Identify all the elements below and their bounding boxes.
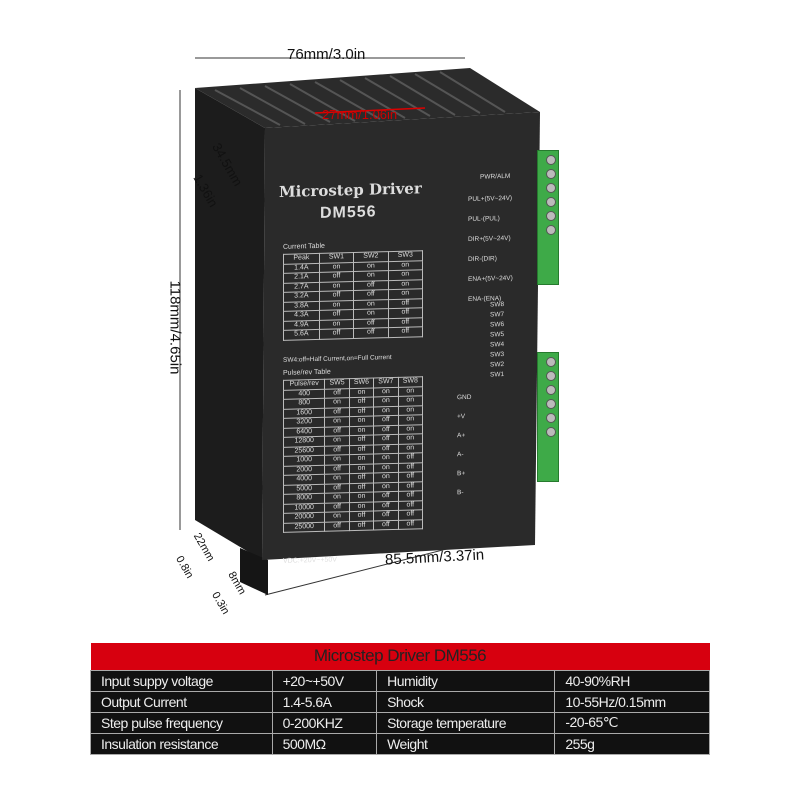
table-cell: 25000	[283, 521, 325, 533]
spec-label: Input suppy voltage	[90, 669, 273, 692]
driver-front-panel: Microstep Driver DM556 Current Table Pea…	[265, 132, 520, 565]
switch-label: SW4	[490, 341, 505, 349]
current-table-caption: Current Table	[283, 242, 325, 251]
spec-value: 255g	[554, 732, 710, 755]
spec-value: 0-200KHZ	[271, 711, 378, 734]
power-terminal-block[interactable]	[537, 352, 559, 482]
dimension-lines	[179, 57, 540, 596]
spec-label: Shock	[376, 690, 556, 713]
height-dimension: 118mm/4.65in	[166, 280, 184, 375]
table-cell: off	[324, 521, 350, 532]
spec-table-title: Microstep Driver DM556	[90, 643, 710, 670]
table-cell: off	[373, 519, 399, 530]
power-label: B+	[457, 470, 466, 478]
power-label: +V	[457, 413, 466, 421]
table-cell: off	[349, 520, 374, 531]
signal-label: DIR+(5V~24V)	[468, 234, 511, 244]
device-model: DM556	[320, 203, 377, 222]
spec-table: Microstep Driver DM556 Input suppy volta…	[90, 643, 710, 755]
switch-label: SW8	[490, 301, 505, 309]
table-cell: off	[353, 327, 389, 339]
spec-value: 10-55Hz/0.15mm	[554, 690, 710, 713]
vdc-label: VDC:+20V~+50V	[283, 556, 337, 565]
heatsink-dimension: 27mm/1.06in	[322, 107, 398, 122]
signal-label: ENA+(5V~24V)	[468, 274, 513, 284]
switch-label: SW6	[490, 321, 505, 329]
signal-label: PUL+(5V~24V)	[468, 194, 513, 204]
table-cell: off	[388, 326, 423, 338]
spec-label: Insulation resistance	[90, 732, 273, 755]
spec-value: -20-65℃	[554, 711, 710, 734]
spec-value: 1.4-5.6A	[271, 690, 378, 713]
switch-label: SW5	[490, 331, 505, 339]
spec-value: +20~+50V	[271, 669, 378, 692]
spec-label: Step pulse frequency	[90, 711, 273, 734]
device-title: Microstep Driver	[279, 179, 422, 201]
signal-label: PUL-(PUL)	[468, 215, 500, 224]
signal-terminal-block[interactable]	[537, 150, 559, 285]
spec-label: Weight	[376, 732, 556, 755]
table-cell: 5.6A	[283, 329, 320, 340]
sw4-note: SW4:off=Half Current,on=Full Current	[283, 354, 392, 364]
power-label: A-	[457, 451, 464, 459]
spec-label: Storage temperature	[376, 711, 556, 734]
signal-label: DIR-(DIR)	[468, 255, 497, 264]
pulse-table-caption: Pulse/rev Table	[283, 368, 331, 377]
table-cell: off	[319, 328, 354, 339]
power-label: A+	[457, 432, 466, 440]
switch-label: SW7	[490, 311, 505, 319]
spec-value: 40-90%RH	[554, 669, 710, 692]
power-label: B-	[457, 489, 464, 497]
switch-label: SW2	[490, 361, 505, 369]
spec-label: Output Current	[90, 690, 273, 713]
table-cell: off	[398, 519, 423, 530]
signal-label: PWR/ALM	[480, 172, 511, 181]
power-label: GND	[457, 393, 472, 402]
switch-label: SW1	[490, 371, 505, 379]
switch-label: SW3	[490, 351, 505, 359]
width-dimension: 76mm/3.0in	[287, 46, 366, 63]
spec-label: Humidity	[376, 669, 556, 692]
spec-value: 500MΩ	[271, 732, 378, 755]
